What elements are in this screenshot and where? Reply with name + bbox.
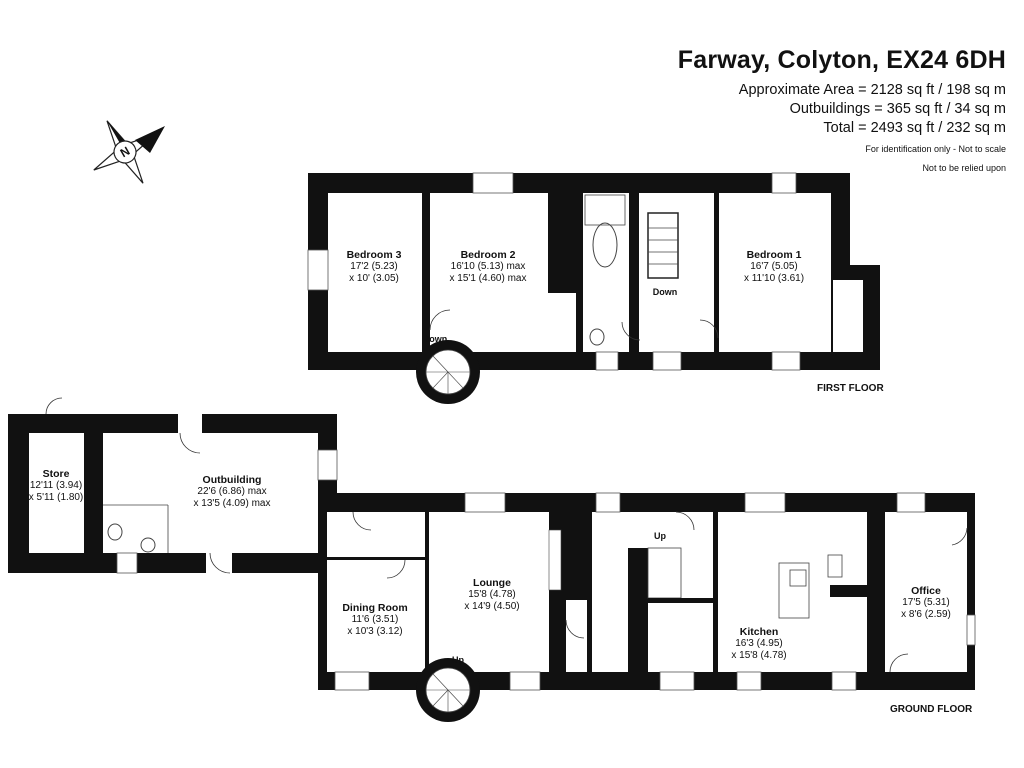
room-name: Bedroom 2: [460, 249, 516, 261]
room-bedroom-2: Bedroom 2 16'10 (5.13) max x 15'1 (4.60)…: [450, 249, 527, 285]
room-dim: x 10'3 (3.12): [347, 626, 403, 637]
room-dim: 12'11 (3.94): [29, 480, 83, 491]
room-name: Dining Room: [342, 602, 408, 614]
room-kitchen: Kitchen 16'3 (4.95) x 15'8 (4.78): [731, 626, 786, 662]
room-name: Bedroom 3: [346, 249, 402, 261]
stair-label-down: Down: [652, 287, 678, 297]
room-bedroom-1: Bedroom 1 16'7 (5.05) x 11'10 (3.61): [744, 249, 804, 285]
room-bedroom-3: Bedroom 3 17'2 (5.23) x 10' (3.05): [347, 249, 402, 285]
approx-area: Approximate Area = 2128 sq ft / 198 sq m: [738, 82, 1006, 98]
outbuildings-area: Outbuildings = 365 sq ft / 34 sq m: [789, 101, 1006, 117]
stair-label-up: Up: [654, 531, 666, 541]
north-compass-icon: [93, 120, 157, 184]
room-store: Store 12'11 (3.94) x 5'11 (1.80): [29, 468, 84, 504]
stair-label-down: Down: [422, 334, 448, 344]
room-office: Office 17'5 (5.31) x 8'6 (2.59): [901, 585, 951, 621]
total-area: Total = 2493 sq ft / 232 sq m: [823, 120, 1006, 136]
room-dim: x 5'11 (1.80): [28, 492, 84, 503]
room-dim: 17'5 (5.31): [902, 597, 950, 608]
room-dining-room: Dining Room 11'6 (3.51) x 10'3 (3.12): [342, 602, 407, 638]
scale-disclaimer: For identification only - Not to scale: [865, 144, 1006, 154]
property-address-title: Farway, Colyton, EX24 6DH: [677, 46, 1006, 74]
room-dim: x 8'6 (2.59): [901, 609, 951, 620]
room-name: Office: [911, 585, 941, 597]
room-dim: 11'6 (3.51): [351, 614, 399, 625]
room-dim: x 13'5 (4.09) max: [193, 498, 271, 509]
room-name: Lounge: [473, 577, 511, 589]
room-name: Store: [42, 468, 70, 480]
room-dim: x 14'9 (4.50): [464, 601, 520, 612]
room-dim: 16'3 (4.95): [735, 638, 783, 649]
room-dim: 17'2 (5.23): [350, 261, 398, 272]
room-name: Kitchen: [739, 626, 779, 638]
room-outbuilding: Outbuilding 22'6 (6.86) max x 13'5 (4.09…: [194, 474, 271, 510]
room-dim: x 15'1 (4.60) max: [449, 273, 527, 284]
ground-floor-label: GROUND FLOOR: [890, 704, 973, 715]
room-lounge: Lounge 15'8 (4.78) x 14'9 (4.50): [464, 577, 519, 613]
room-name: Outbuilding: [202, 474, 262, 486]
room-dim: 22'6 (6.86) max: [197, 486, 267, 497]
reliance-disclaimer: Not to be relied upon: [922, 163, 1006, 173]
compass-arrow-icon: [135, 126, 165, 153]
room-dim: 16'7 (5.05): [750, 261, 798, 272]
room-dim: 15'8 (4.78): [468, 589, 516, 600]
first-floor-label: FIRST FLOOR: [817, 383, 884, 394]
room-name: Bedroom 1: [746, 249, 802, 261]
stair-label-up: Up: [452, 655, 464, 665]
room-dim: x 15'8 (4.78): [731, 650, 787, 661]
outbuilding-plan: [8, 397, 362, 574]
room-dim: x 11'10 (3.61): [743, 273, 805, 284]
room-dim: x 10' (3.05): [349, 273, 399, 284]
ground-floor-plan: [318, 492, 976, 722]
first-floor-plan: [307, 172, 880, 404]
room-dim: 16'10 (5.13) max: [450, 261, 526, 272]
